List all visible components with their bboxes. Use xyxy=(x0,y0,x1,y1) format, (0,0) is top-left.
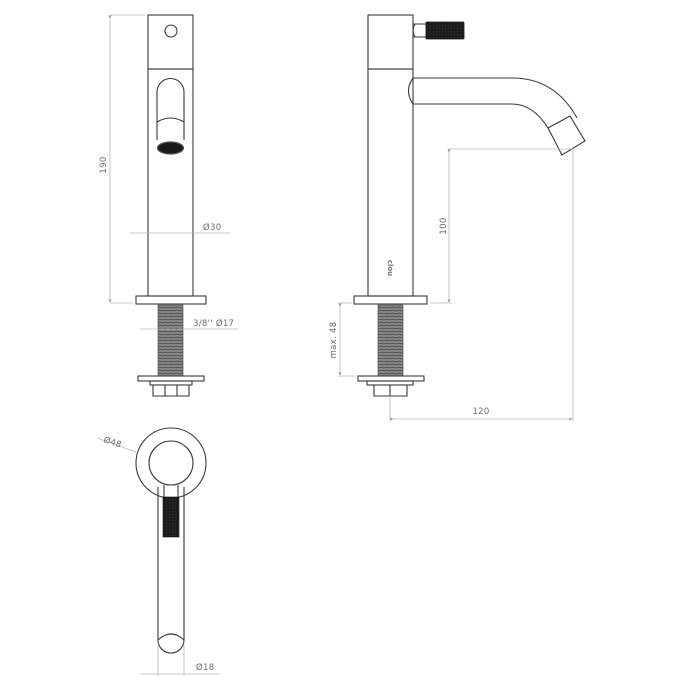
thread-rod xyxy=(157,304,184,377)
dim-base-diameter: Ø48 xyxy=(102,434,123,450)
brand-logo: clou xyxy=(386,260,394,276)
base-flange xyxy=(135,295,207,305)
top-knurled-handle xyxy=(162,496,180,538)
spout-top xyxy=(413,77,578,119)
side-mount-plate xyxy=(357,375,425,382)
handle-pin-icon xyxy=(164,24,178,38)
dim-thread: 3/8'' Ø17 xyxy=(193,318,234,329)
side-hex-nut xyxy=(373,385,408,397)
dim-spout-height-100: 100 xyxy=(439,217,449,234)
mount-plate xyxy=(137,375,205,382)
front-cap xyxy=(147,14,194,70)
side-thread-rod xyxy=(377,304,404,377)
spout-outline xyxy=(156,77,185,140)
spout-tip xyxy=(547,115,586,156)
dim-max-48: max. 48 xyxy=(329,322,339,359)
spout-arm xyxy=(157,487,185,654)
top-view: Ø48 Ø18 xyxy=(96,427,220,676)
side-cap xyxy=(367,14,414,70)
body-circle xyxy=(148,440,194,486)
side-view: clou 100 max. 48 120 xyxy=(329,14,586,421)
front-view: 190 Ø30 3/8'' Ø17 xyxy=(99,14,238,397)
aerator-icon xyxy=(156,141,185,155)
dim-height-190: 190 xyxy=(99,156,109,173)
spout-bottom xyxy=(413,103,549,129)
dim-spout-diameter: Ø18 xyxy=(196,662,214,673)
hex-nut xyxy=(152,385,190,397)
dim-reach-120: 120 xyxy=(472,407,489,417)
base-ring xyxy=(135,427,207,499)
dim-body-diameter: Ø30 xyxy=(203,222,221,233)
knurled-handle xyxy=(425,21,465,40)
front-body xyxy=(147,68,194,297)
side-base-flange xyxy=(353,295,428,305)
